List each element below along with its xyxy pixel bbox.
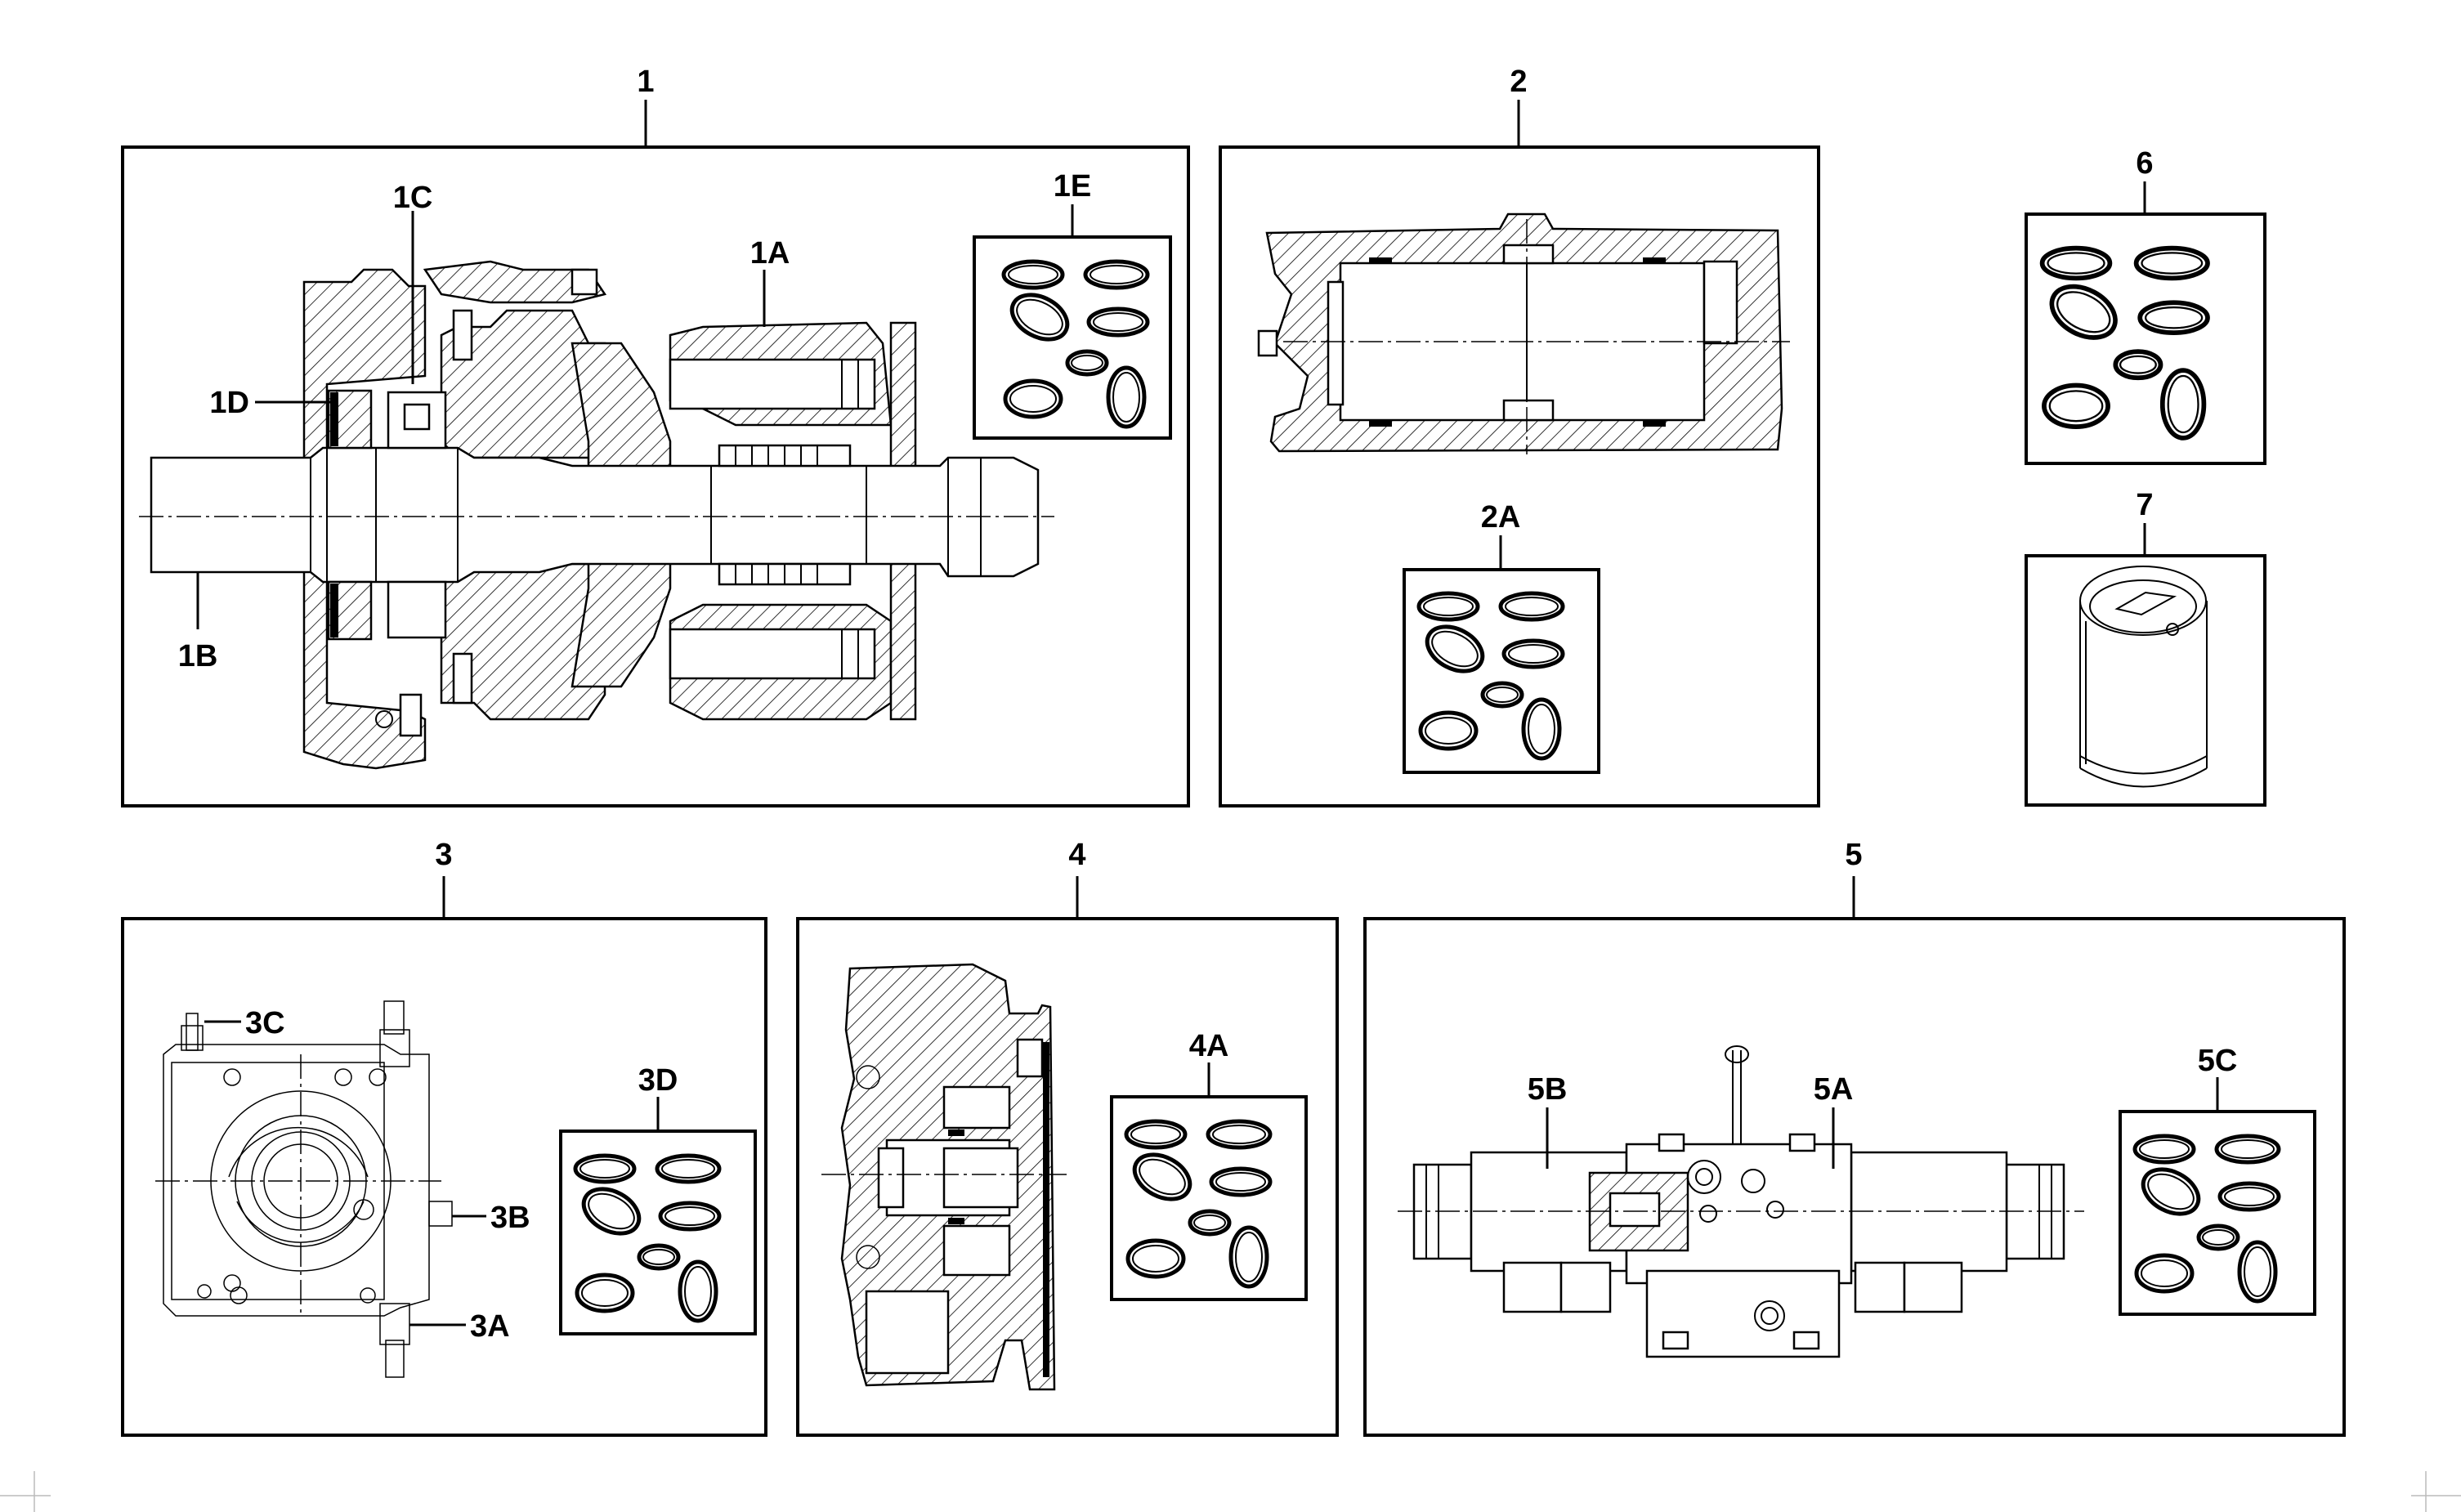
control-cylinder-icon [1257,212,1790,454]
callout-2: 2 [1510,65,1527,99]
callout-4: 4 [1068,838,1085,872]
callout-3A: 3A [470,1309,510,1344]
seal-kit-icon [1126,1121,1270,1286]
callout-1C: 1C [393,181,433,215]
crop-marks [0,1471,2461,1512]
pump-cross-section-icon [139,260,1054,770]
callout-5B: 5B [1528,1072,1568,1107]
port-plate-section-icon [821,963,1067,1391]
item-7-filter: 7 [2025,488,2266,807]
callout-1E: 1E [1054,169,1091,204]
callout-1B: 1B [178,639,218,673]
callout-7: 7 [2136,488,2153,522]
callout-6: 6 [2136,146,2153,181]
item-6-seal-kit: 6 [2025,146,2266,465]
callout-1D: 1D [209,386,249,420]
callout-5: 5 [1845,838,1862,872]
callout-1A: 1A [750,236,790,271]
seal-kit-icon [2043,248,2208,438]
seal-kit-icon [2135,1136,2279,1301]
filter-cartridge-icon [2079,566,2208,788]
regulator-block-icon [155,1000,453,1378]
callout-3: 3 [435,838,452,872]
panel-1-frame [121,145,1190,807]
panel-5-solenoid-valve: 5 [1363,838,2346,1437]
callout-5C: 5C [2198,1044,2238,1078]
panel-3-regulator: 3 3C [121,838,767,1437]
callout-4A: 4A [1189,1029,1229,1063]
panel-2-control-cylinder: 2 2A [1219,65,1820,807]
panel-4-port-plate: 4 4A [796,838,1339,1437]
seal-kit-icon [1419,593,1563,758]
seal-kit-icon [1004,262,1148,427]
callout-3B: 3B [490,1201,530,1235]
callout-5A: 5A [1814,1072,1854,1107]
panel-4-frame [796,917,1339,1437]
callout-2A: 2A [1481,500,1521,535]
callout-1: 1 [637,65,654,99]
solenoid-valve-icon [1398,1045,2084,1358]
callout-3D: 3D [638,1063,678,1098]
panel-3-frame [121,917,767,1437]
callout-3C: 3C [245,1006,285,1040]
seal-kit-icon [575,1156,719,1321]
panel-1-pump-assembly: 1 [121,65,1190,807]
